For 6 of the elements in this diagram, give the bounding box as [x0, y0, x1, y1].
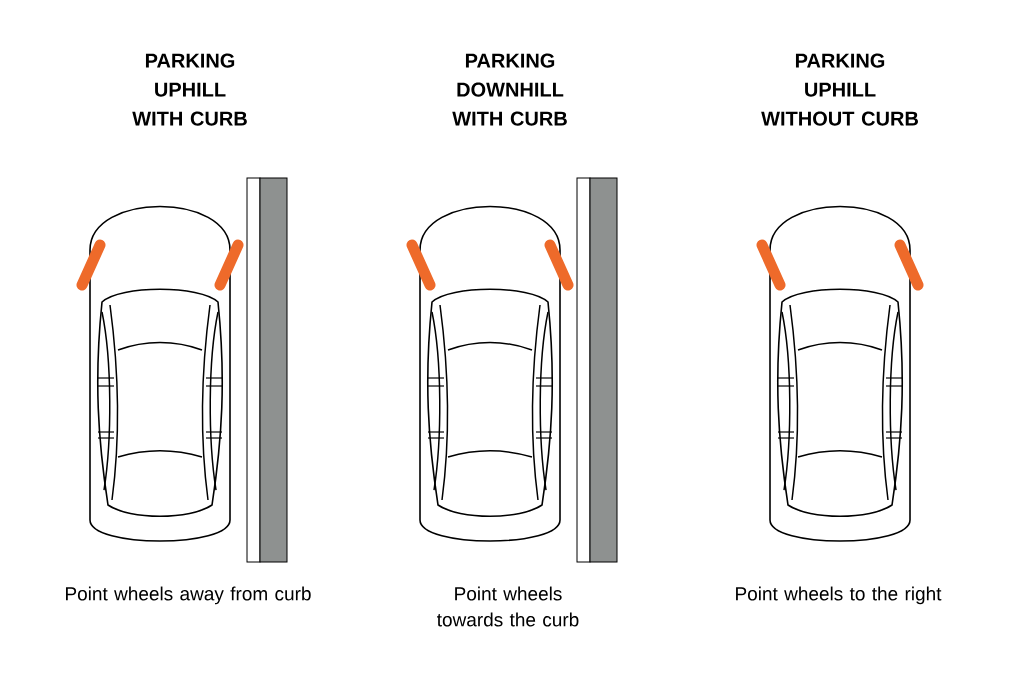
instruction-text: Point wheels to the right: [736, 586, 942, 605]
panel-title: PARKING UPHILL WITHOUT CURB: [761, 53, 918, 126]
panel-title: PARKING UPHILL WITH CURB: [132, 53, 247, 126]
instruction-text: Point wheels away from curb: [66, 586, 311, 605]
instruction-text: Point wheels towards the curb: [437, 586, 579, 627]
panel-title: PARKING DOWNHILL WITH CURB: [452, 53, 567, 126]
